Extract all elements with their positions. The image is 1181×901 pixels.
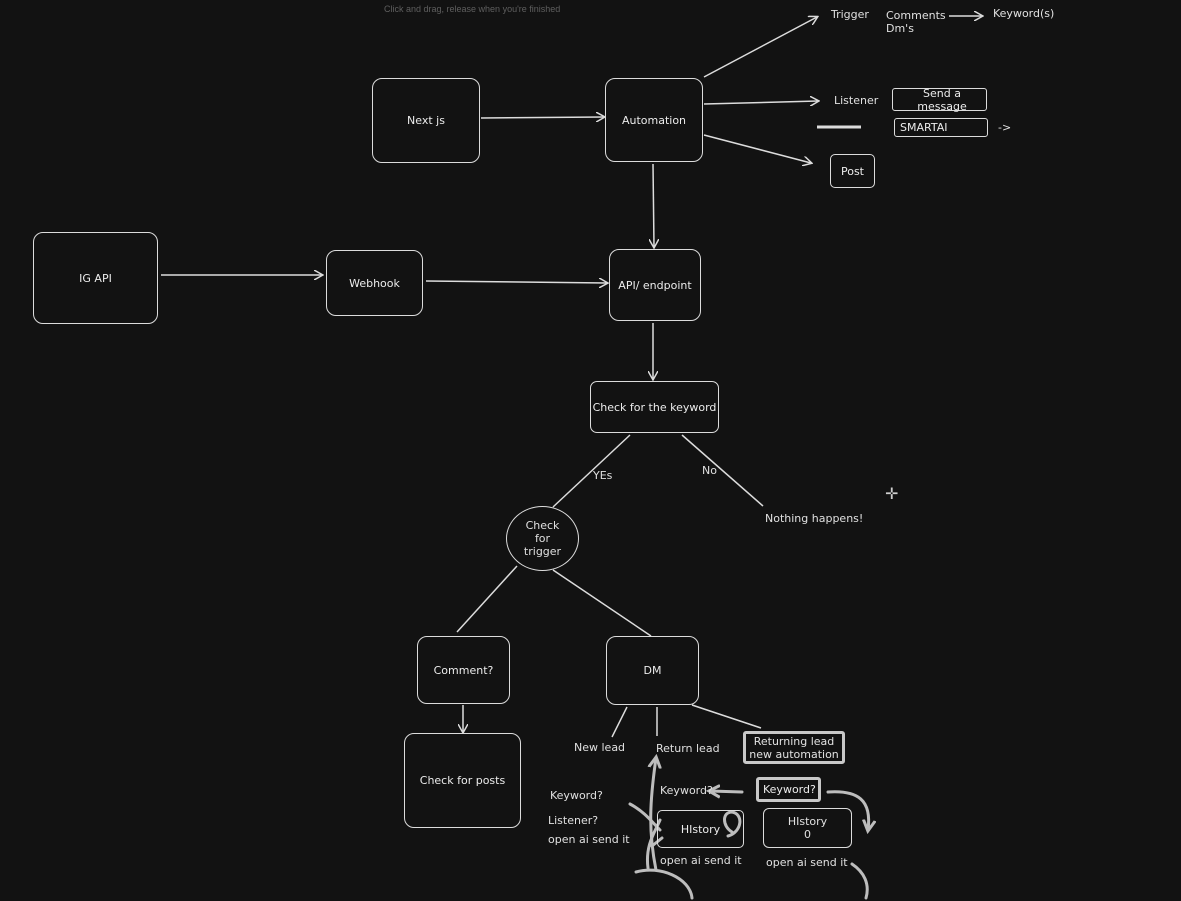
scribble-loop bbox=[628, 802, 742, 900]
arrow-automation-post bbox=[703, 134, 811, 163]
node-comment-label: Comment? bbox=[433, 663, 494, 677]
canvas-hint: Click and drag, release when you're fini… bbox=[384, 4, 561, 14]
node-history-left-label: HIstory bbox=[680, 822, 721, 836]
arrow-webhook-api bbox=[425, 281, 607, 283]
node-webhook-label: Webhook bbox=[349, 276, 400, 290]
node-api-endpoint-label: API/ endpoint bbox=[618, 278, 692, 292]
arrow-automation-trigger bbox=[703, 17, 817, 78]
node-history-left[interactable]: HIstory bbox=[657, 810, 744, 848]
node-returning-lead-label: Returning lead new automation bbox=[749, 734, 839, 761]
arrow-automation-listener bbox=[703, 101, 818, 104]
node-post-label: Post bbox=[840, 164, 864, 178]
label-no: No bbox=[702, 464, 717, 477]
arrow-automation-api bbox=[653, 163, 654, 247]
label-listener[interactable]: Listener bbox=[834, 94, 879, 107]
node-nextjs-label: Next js bbox=[407, 114, 445, 127]
line-trigger-comment bbox=[456, 565, 518, 633]
node-automation[interactable]: Automation bbox=[605, 78, 703, 162]
label-keyword-left: Keyword? bbox=[550, 789, 603, 802]
node-send-message-label: Send a message bbox=[917, 86, 967, 113]
label-keywords[interactable]: Keyword(s) bbox=[993, 7, 1055, 20]
node-api-endpoint[interactable]: API/ endpoint bbox=[609, 249, 701, 321]
label-trigger[interactable]: Trigger bbox=[831, 8, 869, 21]
node-ig-api-label: IG API bbox=[79, 271, 112, 285]
scribble-right-curve bbox=[850, 862, 869, 900]
node-webhook[interactable]: Webhook bbox=[326, 250, 423, 316]
node-post[interactable]: Post bbox=[830, 154, 875, 188]
line-no-branch bbox=[681, 434, 764, 507]
node-nextjs[interactable]: Next js bbox=[372, 78, 480, 163]
label-open-ai-right: open ai send it bbox=[766, 856, 848, 869]
node-comment[interactable]: Comment? bbox=[417, 636, 510, 704]
node-check-posts[interactable]: Check for posts bbox=[404, 733, 521, 828]
node-check-trigger-label: Check for trigger bbox=[523, 519, 562, 558]
node-history-right-label: HIstory 0 bbox=[787, 815, 828, 841]
node-smartai-label: SMARTAI bbox=[900, 121, 948, 134]
node-send-message[interactable]: Send a message bbox=[892, 86, 987, 113]
node-smartai[interactable]: SMARTAI bbox=[894, 118, 988, 137]
node-keyword-label: Keyword? bbox=[763, 783, 816, 796]
node-automation-label: Automation bbox=[621, 113, 687, 127]
thick-arrow-keyword-left bbox=[710, 791, 744, 792]
line-dm-newlead bbox=[611, 706, 628, 738]
label-keyword-mid: Keyword? bbox=[660, 784, 713, 797]
label-open-ai-mid: open ai send it bbox=[660, 854, 742, 867]
plus-crosshair-icon: ✛ bbox=[885, 484, 899, 503]
node-check-keyword-label: Check for the keyword bbox=[592, 400, 717, 414]
node-check-posts-label: Check for posts bbox=[419, 774, 506, 787]
label-comments-dms[interactable]: Comments Dm's bbox=[886, 9, 946, 35]
node-check-keyword[interactable]: Check for the keyword bbox=[590, 381, 719, 433]
node-dm[interactable]: DM bbox=[606, 636, 699, 705]
node-history-right[interactable]: HIstory 0 bbox=[763, 808, 852, 848]
label-new-lead: New lead bbox=[574, 741, 626, 754]
node-keyword[interactable]: Keyword? bbox=[756, 777, 821, 802]
label-nothing-happens[interactable]: Nothing happens! bbox=[765, 512, 864, 525]
label-return-lead: Return lead bbox=[656, 742, 720, 755]
thick-arrow-up-returnlead bbox=[651, 758, 656, 872]
node-returning-lead[interactable]: Returning lead new automation bbox=[743, 731, 845, 764]
node-ig-api[interactable]: IG API bbox=[33, 232, 158, 324]
label-smartai-arrow: -> bbox=[998, 121, 1012, 134]
node-check-trigger[interactable]: Check for trigger bbox=[506, 506, 579, 571]
line-yes-branch bbox=[552, 434, 631, 508]
line-trigger-dm bbox=[552, 569, 652, 637]
thick-arrow-keyword-to-history bbox=[826, 790, 869, 830]
arrow-nextjs-automation bbox=[480, 117, 604, 118]
node-dm-label: DM bbox=[643, 664, 662, 677]
label-yes: YEs bbox=[593, 469, 613, 482]
label-open-ai-left: open ai send it bbox=[548, 833, 630, 846]
label-listener-q: Listener? bbox=[548, 814, 599, 827]
line-dm-returninglead bbox=[691, 704, 762, 729]
